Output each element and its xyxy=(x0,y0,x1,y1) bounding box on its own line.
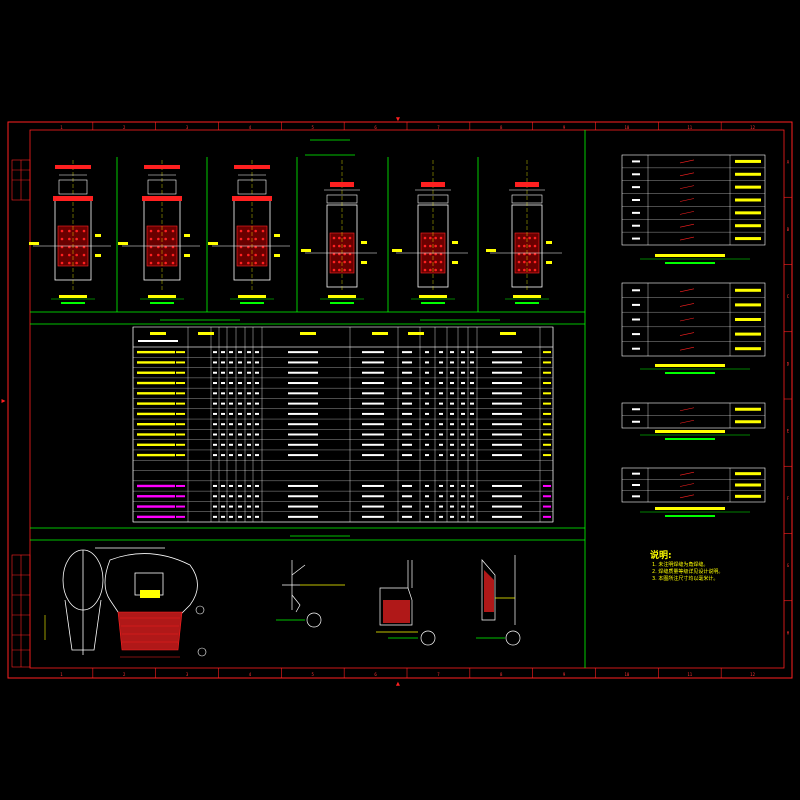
frame-row-letter: F xyxy=(787,496,790,501)
frame-column-number-bottom: 2 xyxy=(123,672,126,677)
frame-row-letters: A B C D E F G H xyxy=(784,160,792,635)
column-splice-detail xyxy=(29,160,111,304)
node-detail-large xyxy=(44,547,207,658)
frame-column-number-bottom: 1 xyxy=(60,672,63,677)
svg-text:△: △ xyxy=(397,681,400,686)
note-line-3: 3. 本图所注尺寸均以毫米计。 xyxy=(652,575,718,582)
frame-row-letter: E xyxy=(787,429,790,434)
column-splice-detail xyxy=(486,160,562,304)
frame-column-number-top: 9 xyxy=(563,125,566,130)
node-detail-c xyxy=(476,555,521,646)
frame-column-number-top: 11 xyxy=(687,125,692,130)
frame-column-number-bottom: 12 xyxy=(750,672,755,677)
frame-column-number-top: 12 xyxy=(750,125,755,130)
frame-column-number-top: 6 xyxy=(374,125,377,130)
column-splice-detail xyxy=(208,160,290,304)
frame-column-number-bottom: 10 xyxy=(625,672,630,677)
note-line-1: 1. 未注明焊缝为角焊缝。 xyxy=(652,561,708,568)
frame-row-letter: D xyxy=(787,361,790,366)
frame-row-letter: H xyxy=(787,630,790,635)
panel-grid xyxy=(30,130,586,668)
frame-column-number-bottom: 9 xyxy=(563,672,566,677)
note-line-2: 2. 焊缝质量等级详见设计说明。 xyxy=(652,568,723,575)
weld-symbol-table xyxy=(621,402,766,440)
weld-symbol-table xyxy=(621,467,766,517)
frame-column-number-bottom: 6 xyxy=(374,672,377,677)
frame-row-letter: B xyxy=(787,227,790,232)
frame-column-number-bottom: 5 xyxy=(312,672,315,677)
svg-text:▽: ▽ xyxy=(397,116,400,121)
notes-title: 说明: xyxy=(650,549,672,561)
frame-column-number-bottom: 7 xyxy=(437,672,440,677)
title-block-left xyxy=(11,159,31,668)
column-splice-details xyxy=(29,160,562,304)
frame-row-letter: C xyxy=(787,294,790,299)
frame-column-number-bottom: 3 xyxy=(186,672,189,677)
column-splice-detail xyxy=(392,160,468,304)
column-splice-schedule-table xyxy=(132,326,554,523)
frame-column-number-top: 3 xyxy=(186,125,189,130)
frame-column-number-top: 5 xyxy=(312,125,315,130)
frame-column-number-bottom: 11 xyxy=(687,672,692,677)
general-notes: 说明: 1. 未注明焊缝为角焊缝。 2. 焊缝质量等级详见设计说明。 3. 本图… xyxy=(650,549,723,582)
frame-column-number-top: 7 xyxy=(437,125,440,130)
weld-symbol-table xyxy=(621,282,766,374)
frame-column-number-top: 2 xyxy=(123,125,126,130)
column-splice-detail xyxy=(301,160,377,304)
frame-row-letter: G xyxy=(787,563,790,568)
frame-column-number-top: 1 xyxy=(60,125,63,130)
weld-symbol-tables xyxy=(621,154,766,517)
frame-row-letter: A xyxy=(787,160,790,165)
node-detail-b xyxy=(376,560,436,646)
node-detail-a xyxy=(276,560,345,628)
svg-text:▷: ▷ xyxy=(2,398,5,403)
frame-column-number-bottom: 4 xyxy=(249,672,252,677)
frame-column-number-top: 8 xyxy=(500,125,503,130)
frame-column-number-top: 4 xyxy=(249,125,252,130)
weld-symbol-table xyxy=(621,154,766,264)
frame-column-number-top: 10 xyxy=(625,125,630,130)
column-splice-detail xyxy=(118,160,200,304)
frame-column-number-bottom: 8 xyxy=(500,672,503,677)
